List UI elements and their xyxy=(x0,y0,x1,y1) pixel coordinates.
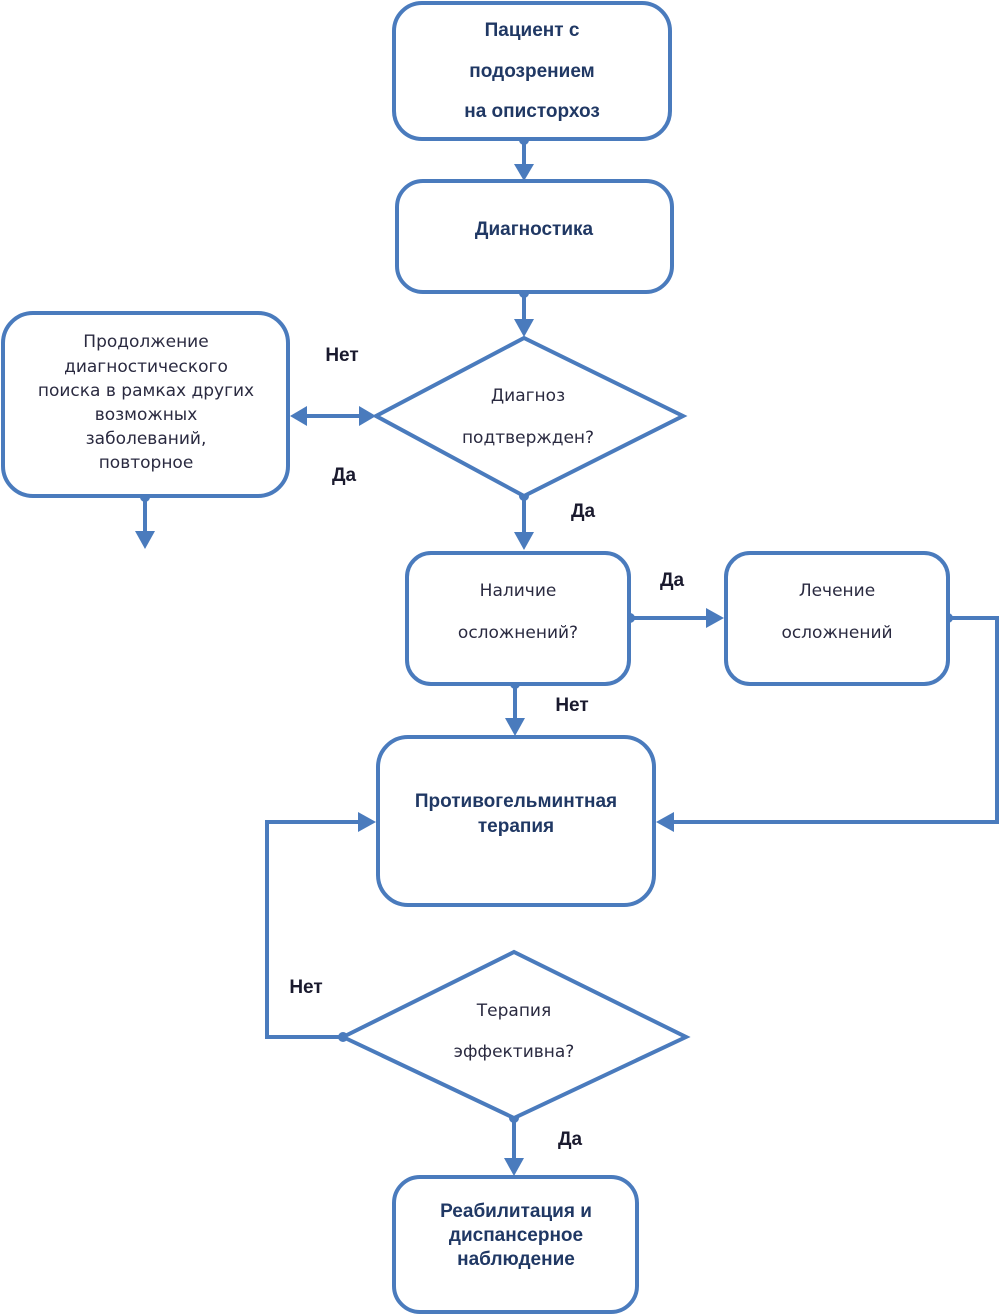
edge-label-yes: Да xyxy=(660,570,685,591)
node-text: диспансерное xyxy=(449,1225,583,1246)
node-text: Наличие xyxy=(480,581,557,601)
node-rehabilitation: Реабилитация и диспансерное наблюдение xyxy=(392,1175,639,1314)
node-text: Пациент с xyxy=(485,20,580,41)
decision-therapy-effective: Терапия эффективна? xyxy=(338,949,691,1121)
arrowhead xyxy=(135,531,155,549)
node-text: Диагноз xyxy=(491,386,565,406)
node-text: подтвержден? xyxy=(462,428,594,448)
node-text: диагностического xyxy=(64,357,228,377)
decision-diagnosis-confirmed: Диагноз подтвержден? xyxy=(371,335,688,499)
node-text: осложнений? xyxy=(458,623,578,643)
edge-label-yes: Да xyxy=(332,465,357,486)
arrowhead xyxy=(514,164,534,181)
node-text: Терапия xyxy=(476,1001,551,1021)
edge-label-no: Нет xyxy=(555,695,588,716)
edge-label-yes: Да xyxy=(571,501,596,522)
arrowhead xyxy=(706,608,724,628)
node-text: повторное xyxy=(99,453,194,473)
arrowhead xyxy=(656,812,674,832)
node-treat-complications: Лечение осложнений xyxy=(724,551,950,686)
edge-label-no: Нет xyxy=(289,977,322,998)
arrowhead xyxy=(290,406,307,426)
node-anthelmintic-therapy: Противогельминтная терапия xyxy=(376,735,656,907)
arrowhead xyxy=(504,1158,524,1176)
arrowhead xyxy=(514,532,534,550)
arrowhead xyxy=(514,319,534,337)
node-patient: Пациент с подозрением на описторхоз xyxy=(392,1,672,141)
node-text: поиска в рамках других xyxy=(38,381,254,401)
node-text: Противогельминтная xyxy=(415,791,617,812)
node-diagnostics: Диагностика xyxy=(395,179,674,294)
node-text: осложнений xyxy=(781,623,892,643)
node-complications: Наличие осложнений? xyxy=(405,551,631,686)
edge-label-yes: Да xyxy=(558,1129,583,1150)
node-text: Продолжение xyxy=(83,332,208,352)
arrowhead xyxy=(358,812,376,832)
connector-treatment-therapy xyxy=(670,616,999,824)
arrowhead xyxy=(505,718,525,736)
connector-loop-back xyxy=(265,820,362,1039)
node-text: подозрением xyxy=(469,61,594,82)
node-text: на описторхоз xyxy=(464,101,600,122)
edge-label-no: Нет xyxy=(325,345,358,366)
node-continue-search: Продолжение диагностического поиска в ра… xyxy=(1,311,290,498)
node-text: Диагностика xyxy=(475,219,594,240)
node-text: возможных xyxy=(95,405,198,425)
node-text: терапия xyxy=(478,816,554,837)
arrowhead xyxy=(359,406,376,426)
node-text: Лечение xyxy=(799,581,875,601)
node-text: эффективна? xyxy=(454,1042,575,1062)
node-text: наблюдение xyxy=(457,1249,575,1270)
node-text: заболеваний, xyxy=(86,429,207,449)
node-text: Реабилитация и xyxy=(440,1201,592,1222)
